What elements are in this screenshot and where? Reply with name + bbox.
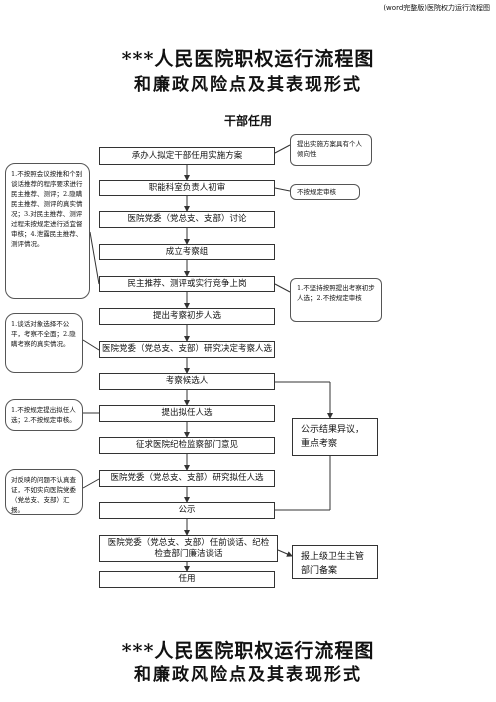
step-draft-plan: 承办人拟定干部任用实施方案: [99, 147, 275, 165]
risk-note-discipline: 对反映的问题不认真查证，不如实向医院党委（党总支、支部）汇报。: [5, 469, 83, 515]
step-propose-appointees: 提出拟任人选: [99, 405, 275, 422]
step-party-discussion: 医院党委（党总支、支部）讨论: [99, 211, 275, 228]
step-inspection-team: 成立考察组: [99, 244, 275, 260]
report-filing-box: 报上级卫生主管部门备案: [292, 545, 378, 579]
risk-note-propose: 1.不按规定提出拟任人选；2.不按规定审核。: [5, 399, 83, 431]
risk-note-inspection: 1.谈话对象选择不公平，考察不全面；2.隐瞒考察的真实情况。: [5, 313, 83, 373]
risk-note-plan: 提出实施方案具有个人倾向性: [290, 134, 372, 166]
page-subtitle-repeat: 和廉政风险点及其表现形式: [134, 665, 362, 685]
step-democratic-recommendation: 民主推荐、测评或实行竞争上岗: [99, 276, 275, 292]
section-title: 干部任用: [223, 114, 272, 128]
step-study-appointees: 医院党委（党总支、支部）研究拟任人选: [99, 470, 275, 487]
step-inspect-candidates: 考察候选人: [99, 373, 275, 390]
document-header-note: (word完整版)医院权力运行流程图: [383, 4, 490, 12]
step-appointment: 任用: [99, 571, 275, 588]
page-title-repeat: ***人民医院职权运行流程图: [121, 640, 375, 662]
publicity-objection-box: 公示结果异议，重点考察: [292, 418, 378, 456]
step-publicity: 公示: [99, 502, 275, 519]
step-initial-candidates: 提出考察初步人选: [99, 308, 275, 325]
risk-note-candidates: 1.不坚持按照提出考察初步人选；2.不按规定审核: [290, 278, 382, 322]
page-title: ***人民医院职权运行流程图: [121, 48, 375, 70]
risk-note-review: 不按规定审核: [290, 184, 360, 200]
step-pre-appointment-talk: 医院党委（党总支、支部）任前谈话、纪检检查部门廉洁谈话: [99, 535, 278, 562]
page-subtitle: 和廉政风险点及其表现形式: [134, 75, 362, 95]
step-initial-review: 职能科室负责人初审: [99, 180, 275, 196]
risk-note-recommendation: 1.不按照会议按推和个别谈话推荐的程序要求进行民主推荐、测评；2.隐瞒民主推荐、…: [5, 163, 90, 299]
step-discipline-opinion: 征求医院纪检监察部门意见: [99, 437, 275, 454]
step-decide-candidates: 医院党委（党总支、支部）研究决定考察人选: [99, 341, 275, 358]
